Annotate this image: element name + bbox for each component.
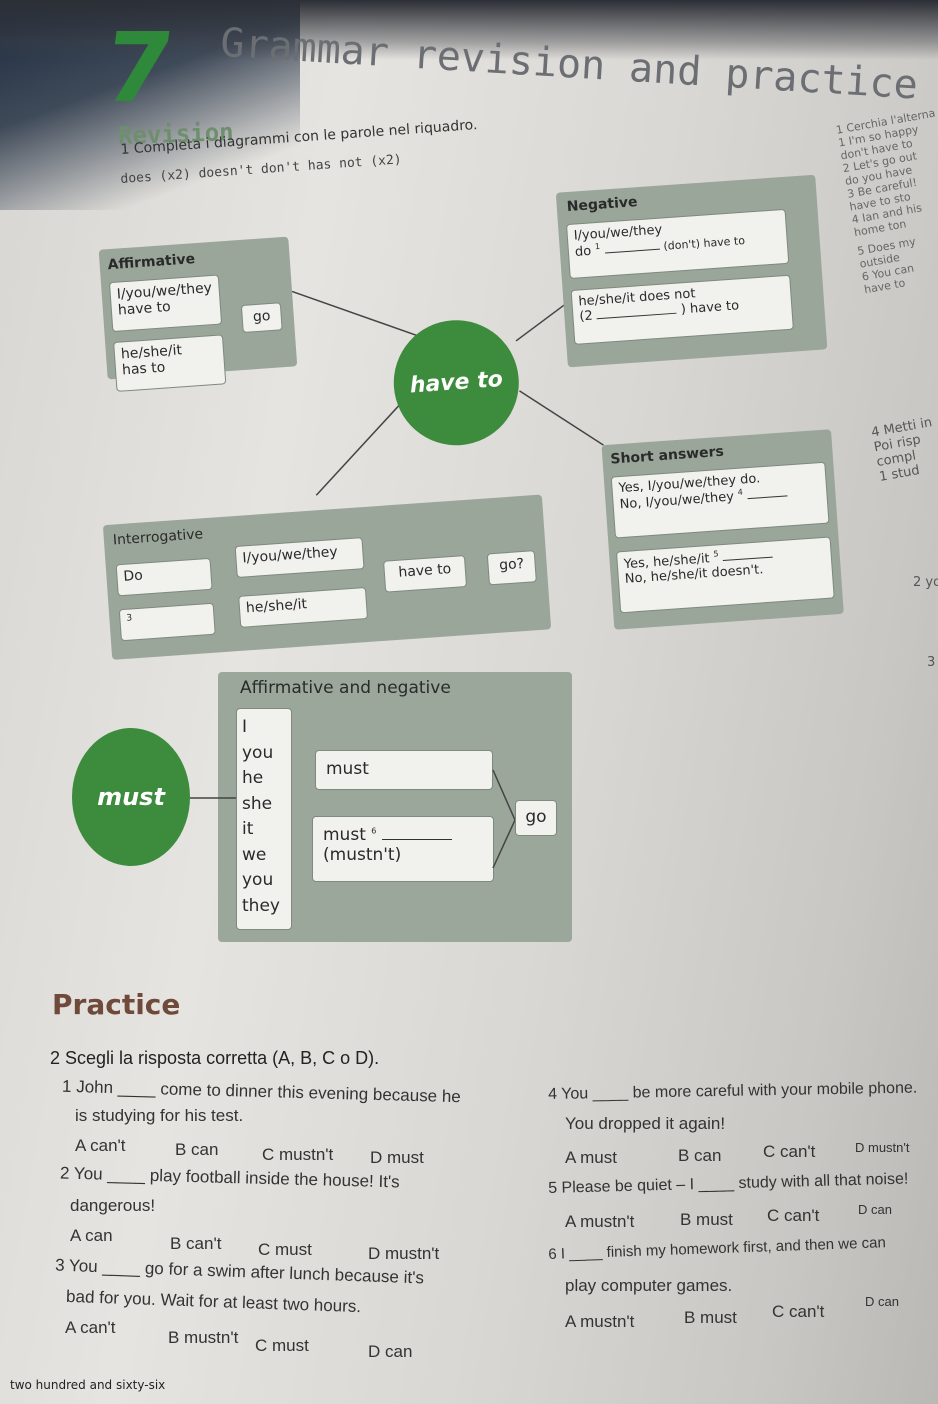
must-negative-box: must 6 (mustn't)	[312, 816, 494, 882]
subject-they: they	[242, 895, 280, 916]
question-2-option-c[interactable]: C must	[258, 1240, 312, 1259]
question-4-option-d[interactable]: D mustn't	[855, 1140, 910, 1155]
right-page-line: 2 yo	[913, 575, 938, 590]
negative-end-1: (don't) have to	[663, 234, 746, 253]
question-4-option-c[interactable]: C can't	[763, 1142, 816, 1161]
mustnt-word: (mustn't)	[323, 845, 402, 865]
must-connectors	[190, 769, 516, 869]
affirmative-row2: he/she/it has to	[113, 334, 227, 392]
gap-5-line[interactable]	[723, 556, 774, 562]
must-go-box: go	[515, 800, 557, 836]
question-1-option-b[interactable]: B can	[175, 1140, 219, 1159]
question-1-option-a[interactable]: A can't	[75, 1136, 126, 1155]
page-footer: two hundred and sixty-six	[10, 1378, 166, 1392]
gap-6-line[interactable]	[381, 839, 452, 840]
question-1-line-2: is studying for his test.	[75, 1106, 244, 1125]
question-1-option-c[interactable]: C mustn't	[262, 1145, 334, 1164]
practice-instruction: 2 Scegli la risposta corretta (A, B, C o…	[50, 1048, 380, 1068]
gap-3-number: 3	[126, 613, 133, 624]
gap-6-number: 6	[371, 826, 377, 836]
question-3-option-a[interactable]: A can't	[65, 1318, 116, 1337]
must-panel-title: Affirmative and negative	[240, 678, 451, 698]
subject-you: you	[242, 742, 274, 763]
question-6-option-d[interactable]: D can	[865, 1294, 899, 1309]
subject-he: he	[242, 768, 264, 788]
question-5-option-b[interactable]: B must	[680, 1210, 733, 1229]
gap-5-number: 5	[713, 549, 719, 559]
interrogative-go: go?	[486, 550, 537, 586]
question-3-option-c[interactable]: C must	[255, 1336, 309, 1355]
negative-do: do	[574, 243, 592, 260]
interrogative-gap-3[interactable]: 3	[118, 602, 216, 642]
interrogative-have-to: have to	[383, 555, 468, 593]
gap-2-line[interactable]	[597, 312, 677, 320]
gap-1-number: 1	[594, 241, 601, 252]
question-4-option-b[interactable]: B can	[678, 1146, 722, 1165]
affirmative-go: go	[240, 302, 283, 333]
gap-1-line[interactable]	[604, 249, 660, 254]
must-subject-list: I you he she it we you they	[236, 708, 292, 930]
question-3-option-b[interactable]: B mustn't	[168, 1328, 239, 1347]
question-5-option-d[interactable]: D can	[858, 1202, 892, 1217]
question-3-option-d[interactable]: D can	[368, 1342, 413, 1361]
right-page-edge: 1 Cerchia l'alterna 1 I'm so happy don't…	[835, 110, 938, 730]
gap-4-number: 4	[737, 487, 744, 497]
gap-4-line[interactable]	[747, 495, 788, 500]
question-2-option-a[interactable]: A can	[70, 1226, 113, 1245]
must-circle: must	[72, 728, 190, 866]
subject-she: she	[242, 793, 273, 814]
negative-end-2: ) have to	[680, 298, 740, 318]
question-4-line-2: You dropped it again!	[565, 1114, 726, 1133]
affirmative-row1: I/you/we/they have to	[108, 274, 223, 333]
question-6-option-c[interactable]: C can't	[772, 1302, 825, 1321]
subject-we: we	[242, 844, 267, 865]
question-4-option-a[interactable]: A must	[565, 1148, 617, 1167]
question-2-option-d[interactable]: D mustn't	[368, 1244, 440, 1263]
interrogative-do: Do	[115, 557, 213, 597]
question-6-line-2: play computer games.	[565, 1276, 733, 1295]
question-2-line-2: dangerous!	[70, 1196, 156, 1215]
subject-i: I	[242, 717, 248, 737]
must-affirmative-box: must	[315, 750, 493, 790]
right-page-line: 3	[927, 655, 936, 670]
subject-you-plural: you	[242, 870, 274, 890]
question-6-option-a[interactable]: A mustn't	[565, 1312, 635, 1331]
question-5-option-a[interactable]: A mustn't	[565, 1212, 635, 1231]
background-top	[0, 0, 938, 60]
must-negative-word: must	[323, 825, 366, 845]
gap-2-number: (2	[578, 308, 594, 325]
practice-heading: Practice	[52, 988, 181, 1021]
question-1-option-d[interactable]: D must	[370, 1148, 424, 1167]
have-to-diagram: Affirmative I/you/we/they have to he/she…	[98, 174, 844, 660]
question-5-option-c[interactable]: C can't	[767, 1206, 820, 1225]
subject-it: it	[242, 819, 254, 839]
question-2-option-b[interactable]: B can't	[170, 1234, 222, 1253]
question-6-option-b[interactable]: B must	[684, 1308, 737, 1327]
